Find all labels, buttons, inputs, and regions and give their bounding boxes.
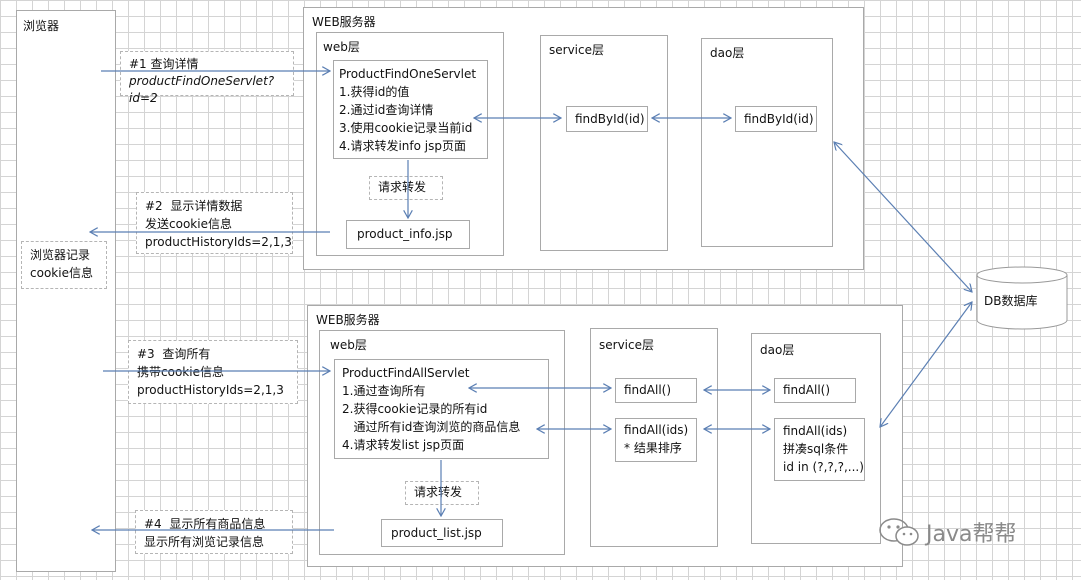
bottom-servlet-box: ProductFindAllServlet 1.通过查询所有 2.获得cooki… — [334, 359, 549, 459]
top-dao-findbyid: findById(id) — [735, 106, 817, 132]
watermark: Java帮帮 — [878, 515, 1016, 549]
bottom-server-title: WEB服务器 — [316, 313, 380, 327]
bottom-request-label: #3 查询所有 携带cookie信息 productHistoryIds=2,1… — [128, 340, 298, 404]
arrow-db-top — [834, 142, 972, 292]
top-forward-label: 请求转发 — [369, 176, 443, 200]
bottom-service-findall: findAll() — [615, 378, 697, 403]
top-response-label: #2 显示详情数据 发送cookie信息 productHistoryIds=2… — [136, 192, 293, 254]
browser-panel: 浏览器 — [16, 10, 116, 572]
top-service-findbyid: findById(id) — [566, 106, 648, 132]
database: DB数据库 — [974, 265, 1070, 330]
wechat-icon — [879, 518, 919, 546]
top-dao-layer: dao层 — [701, 38, 833, 247]
top-server-title: WEB服务器 — [312, 15, 376, 29]
database-label: DB数据库 — [984, 294, 1038, 308]
database-icon — [976, 266, 1068, 330]
bottom-forward-label: 请求转发 — [405, 481, 479, 505]
bottom-service-layer-title: service层 — [599, 338, 654, 352]
bottom-response-label: #4 显示所有商品信息 显示所有浏览记录信息 — [135, 510, 293, 554]
top-jsp-box: product_info.jsp — [346, 220, 470, 249]
top-dao-layer-title: dao层 — [710, 46, 745, 60]
watermark-text: Java帮帮 — [926, 522, 1017, 547]
top-request-line1: #1 查询详情 — [129, 57, 199, 71]
bottom-service-findall-ids: findAll(ids) * 结果排序 — [615, 418, 697, 462]
browser-title: 浏览器 — [23, 19, 60, 33]
arrow-db-bottom — [880, 302, 972, 427]
top-request-line2: productFindOneServlet?id=2 — [129, 74, 275, 105]
bottom-web-layer-title: web层 — [330, 338, 367, 352]
top-web-layer-title: web层 — [323, 40, 360, 54]
bottom-dao-findall: findAll() — [774, 378, 856, 403]
bottom-jsp-box: product_list.jsp — [381, 519, 503, 547]
top-service-layer-title: service层 — [549, 43, 604, 57]
bottom-dao-layer-title: dao层 — [760, 343, 795, 357]
top-servlet-box: ProductFindOneServlet 1.获得id的值 2.通过id查询详… — [333, 60, 488, 159]
top-request-label: #1 查询详情 productFindOneServlet?id=2 — [120, 51, 294, 105]
top-service-layer: service层 — [540, 35, 668, 251]
bottom-dao-findall-ids: findAll(ids) 拼凑sql条件 id in (?,?,?,...) — [774, 418, 865, 481]
browser-cookie-record: 浏览器记录 cookie信息 — [21, 241, 107, 289]
